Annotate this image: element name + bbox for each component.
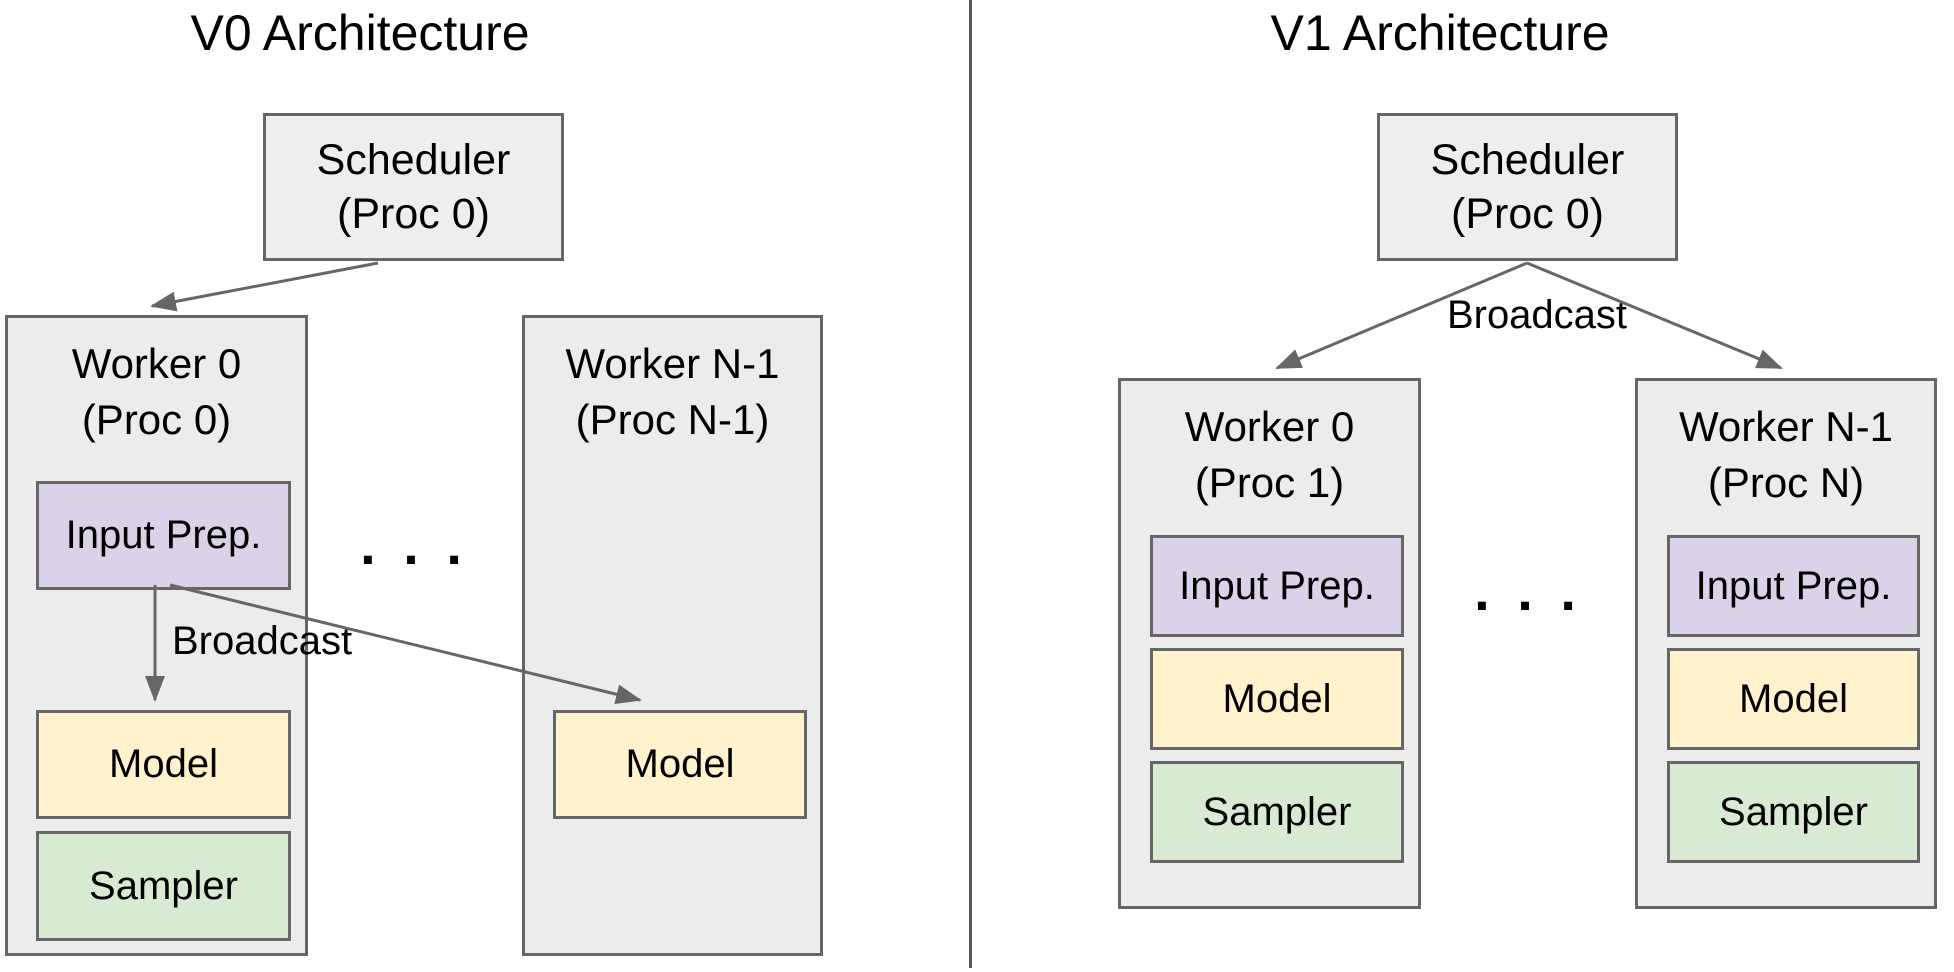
v1-broadcast-label: Broadcast: [1446, 293, 1628, 337]
v1-worker0-input-prep-label: Input Prep.: [1179, 563, 1375, 608]
panel-divider: [969, 0, 972, 968]
v0-scheduler-label: Scheduler (Proc 0): [316, 136, 511, 238]
v1-worker0-title: Worker 0 (Proc 1): [1184, 403, 1355, 506]
v1-workerN-sampler-box: Sampler: [1667, 761, 1920, 863]
v1-workerN-box: Worker N-1 (Proc N) Input Prep. Model Sa…: [1635, 378, 1937, 909]
v1-workerN-input-prep-label: Input Prep.: [1695, 563, 1892, 608]
v1-scheduler-box: Scheduler (Proc 0): [1377, 113, 1678, 261]
v0-workerN-box: Worker N-1 (Proc N-1) Model: [522, 315, 823, 956]
v0-worker0-model-box: Model: [36, 710, 291, 819]
v1-ellipsis-dots: . . .: [1474, 559, 1582, 622]
v0-workerN-model-box: Model: [553, 710, 807, 819]
v0-worker0-input-prep-label: Input Prep.: [65, 513, 262, 557]
v0-workerN-title: Worker N-1 (Proc N-1): [565, 340, 780, 443]
v0-scheduler-box: Scheduler (Proc 0): [263, 113, 564, 261]
v0-scheduler-to-worker0-arrow: [150, 261, 379, 312]
v1-worker0-box: Worker 0 (Proc 1) Input Prep. Model Samp…: [1118, 378, 1421, 909]
v1-workerN-model-label: Model: [1739, 676, 1848, 721]
v1-panel-title: V1 Architecture: [1270, 5, 1610, 61]
v0-panel-title: V0 Architecture: [190, 5, 530, 61]
v0-worker0-sampler-box: Sampler: [36, 831, 291, 941]
v1-worker0-model-label: Model: [1222, 676, 1332, 721]
v0-workerN-model-label: Model: [625, 742, 735, 786]
v0-worker0-sampler-label: Sampler: [89, 863, 238, 908]
v1-workerN-input-prep-box: Input Prep.: [1667, 535, 1920, 637]
v0-worker0-input-prep-box: Input Prep.: [36, 481, 291, 590]
v1-workerN-title: Worker N-1 (Proc N): [1679, 403, 1893, 506]
v1-workerN-sampler-label: Sampler: [1719, 789, 1868, 834]
v1-worker0-model-box: Model: [1150, 648, 1404, 750]
v1-worker0-input-prep-box: Input Prep.: [1150, 535, 1404, 637]
v0-broadcast-label: Broadcast: [172, 619, 353, 663]
v0-worker0-title: Worker 0 (Proc 0): [71, 340, 242, 443]
v1-worker0-sampler-label: Sampler: [1202, 789, 1352, 834]
v1-scheduler-label: Scheduler (Proc 0): [1430, 136, 1625, 238]
v0-ellipsis-dots: . . .: [360, 513, 468, 576]
v1-workerN-model-box: Model: [1667, 648, 1920, 750]
v0-worker0-model-label: Model: [109, 742, 218, 786]
v1-worker0-sampler-box: Sampler: [1150, 761, 1404, 863]
